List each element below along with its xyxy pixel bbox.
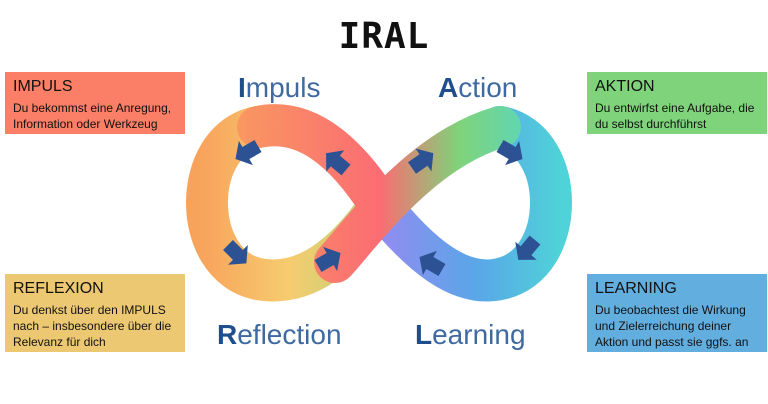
arrow-icon — [407, 148, 434, 174]
label-learning: Learning — [415, 319, 526, 351]
box-text-line: Information oder Werkzeug — [13, 117, 158, 131]
arrow-icon — [223, 240, 248, 265]
box-text-line: Du beobachtest die Wirkung — [595, 303, 746, 317]
arrow-icon — [496, 139, 523, 166]
box-text-line: nach – insbesondere über die — [13, 319, 172, 333]
box-text-line: Relevanz für dich — [13, 335, 106, 349]
label-reflection: Reflection — [217, 319, 342, 351]
loop-segment-impuls — [237, 104, 401, 226]
diagram-title: IRAL — [338, 16, 430, 57]
box-impuls: IMPULS Du bekommst eine Anregung, Inform… — [5, 72, 185, 134]
box-text-line: Du entwirfst eine Aufgabe, die — [595, 101, 755, 115]
box-heading: LEARNING — [595, 280, 677, 297]
label-initial: L — [415, 319, 433, 350]
arrow-icon — [314, 246, 341, 273]
loop-segment-aktion — [314, 106, 521, 283]
arrow-icon — [419, 250, 446, 277]
box-text-line: Du denkst über den IMPULS — [13, 303, 166, 317]
label-rest: ction — [458, 72, 518, 103]
box-aktion: AKTION Du entwirfst eine Aufgabe, die du… — [587, 72, 767, 134]
label-initial: R — [217, 319, 238, 350]
loop-segment-learning — [359, 106, 572, 302]
flow-arrows — [223, 139, 541, 277]
label-action: Action — [438, 72, 517, 104]
arrow-icon — [515, 235, 541, 260]
label-initial: A — [438, 72, 459, 103]
arrow-icon — [326, 150, 351, 176]
box-text-line: Du bekommst eine Anregung, — [13, 101, 172, 115]
label-initial: I — [238, 72, 246, 103]
box-text-line: und Zielerreichung deiner — [595, 319, 732, 333]
box-heading: IMPULS — [13, 78, 73, 95]
label-rest: earning — [432, 319, 526, 350]
box-reflexion: REFLEXION Du denkst über den IMPULS nach… — [5, 274, 185, 352]
box-text-line: Aktion und passt sie ggfs. an — [595, 335, 749, 349]
arrow-icon — [235, 139, 262, 166]
label-rest: mpuls — [245, 72, 321, 103]
box-learning: LEARNING Du beobachtest die Wirkung und … — [587, 274, 767, 352]
box-text-line: du selbst durchführst — [595, 117, 707, 131]
label-rest: eflection — [237, 319, 342, 350]
label-impuls: Impuls — [238, 72, 320, 104]
box-heading: AKTION — [595, 78, 655, 95]
box-heading: REFLEXION — [13, 280, 104, 297]
